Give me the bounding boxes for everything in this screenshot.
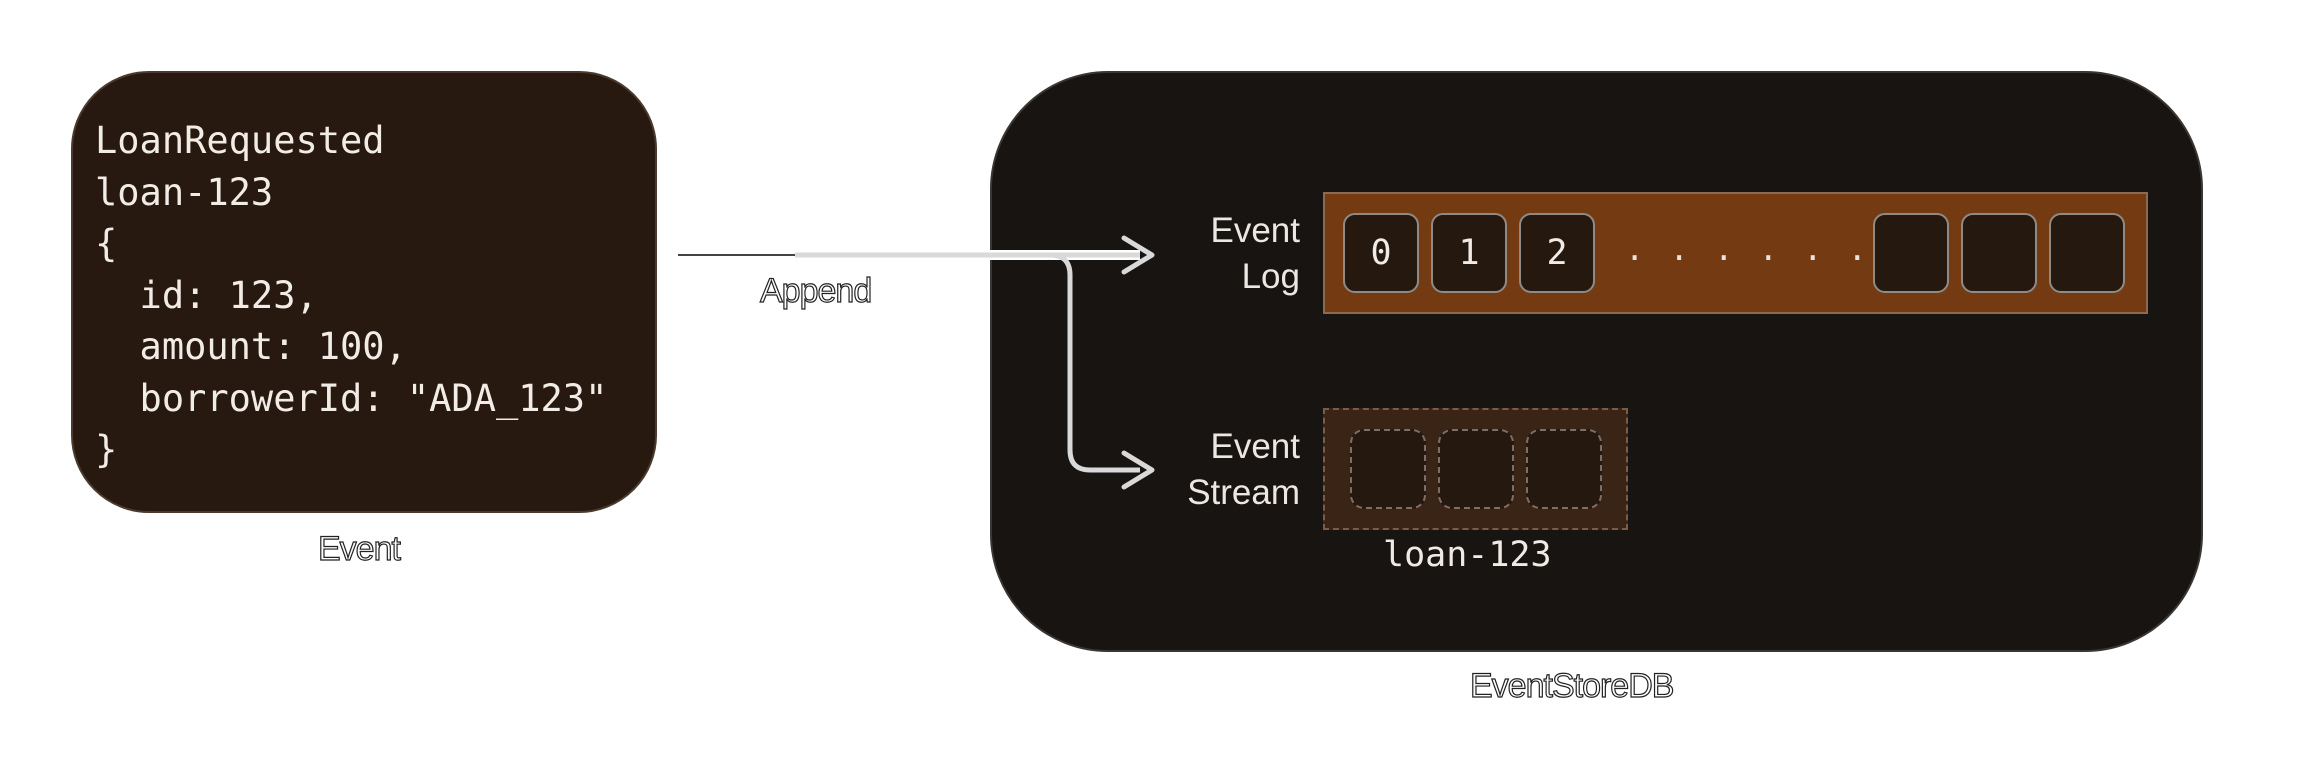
arrowhead-to-stream [1121, 450, 1155, 490]
event-stream-label-line1: Event [1210, 427, 1301, 466]
append-arrow-to-stream [1049, 252, 1140, 473]
event-log-cell-2: 2 [1519, 213, 1595, 293]
eventstoredb-caption: EventStoreDB [1469, 666, 1675, 705]
arrowhead-to-log [1121, 235, 1155, 275]
event-stream-label: Event Stream [1080, 424, 1300, 516]
event-log-cell-0: 0 [1343, 213, 1419, 293]
event-log-empty-cell [1961, 213, 2037, 293]
event-json-code: LoanRequested loan-123 { id: 123, amount… [95, 119, 608, 471]
event-log-cell-1: 1 [1431, 213, 1507, 293]
event-stream-empty-cell [1438, 429, 1514, 509]
event-log-label-line1: Event [1210, 211, 1301, 250]
eventstoredb-container [990, 71, 2203, 652]
event-stream-bar [1323, 408, 1628, 530]
event-stream-name: loan-123 [1383, 535, 1552, 575]
event-log-bar: 0 1 2 . . . . . . . . . [1323, 192, 2148, 314]
event-stream-empty-cell [1350, 429, 1426, 509]
event-caption: Event [317, 529, 401, 568]
append-label: Append [759, 271, 872, 310]
event-log-label: Event Log [1080, 208, 1301, 300]
event-stream-label-line2: Stream [1187, 473, 1300, 512]
event-log-empty-cell [2049, 213, 2125, 293]
event-stream-empty-cell [1526, 429, 1602, 509]
event-log-empty-cell [1873, 213, 1949, 293]
event-log-label-line2: Log [1241, 257, 1300, 296]
event-card: LoanRequested loan-123 { id: 123, amount… [71, 71, 657, 513]
